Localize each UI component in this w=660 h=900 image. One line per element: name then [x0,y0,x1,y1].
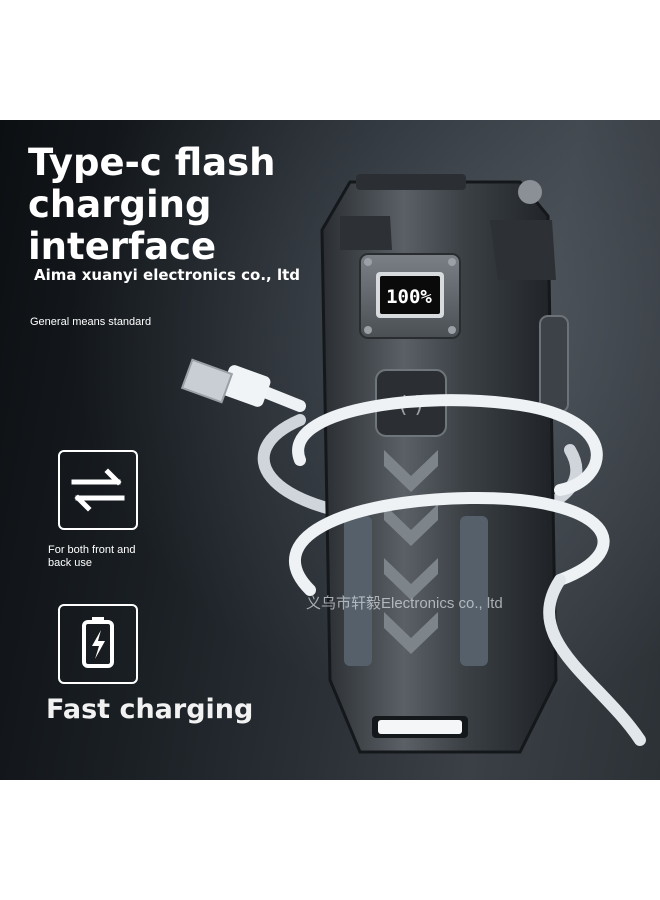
headline-line-3: interface [28,225,217,268]
headline: Type-c flash charging interface [28,142,358,268]
watermark: 义乌市轩毅Electronics co., ltd [306,595,503,612]
feature-caption-line-1: For both front and [48,544,136,556]
lighter-device-illustration: ( ) [180,174,646,754]
fast-charging-label: Fast charging [46,694,254,725]
swap-arrows-icon [71,468,125,512]
feature-caption-line-2: back use [48,557,93,569]
company-name: Aima xuanyi electronics co., ltd [34,266,301,284]
feature-caption: For both front and back use [48,544,178,570]
headline-line-1: Type-c flash [28,141,276,184]
headline-line-2: charging [28,183,212,226]
swap-feature-box [58,450,138,530]
battery-charging-icon [82,617,114,668]
product-image-panel: ( ) 100% Type-c flash charging interface… [0,120,660,780]
fast-charge-feature-box [58,604,138,684]
battery-percentage-display: 100% [386,286,432,308]
standard-note: General means standard [30,316,152,328]
